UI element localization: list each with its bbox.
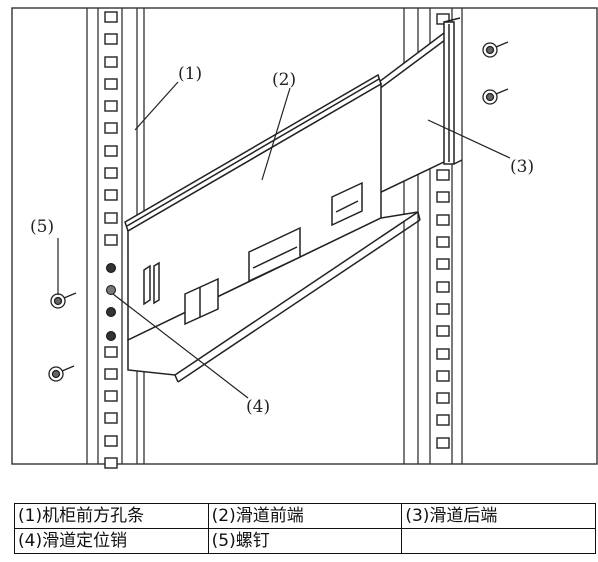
rack-hole (104, 234, 118, 246)
rack-hole (436, 348, 450, 360)
rack-hole (436, 281, 450, 293)
rack-hole (436, 191, 450, 203)
rack-hole (104, 122, 118, 134)
rack-hole (436, 258, 450, 270)
front-rack-post-holes (104, 11, 118, 469)
rack-hole (104, 368, 118, 380)
rack-hole (436, 214, 450, 226)
screw (48, 365, 75, 382)
callout-4: (4) (246, 397, 270, 417)
callout-5: (5) (30, 217, 54, 237)
screw (482, 88, 509, 105)
callout-1: (1) (178, 64, 202, 84)
rack-hole (436, 13, 450, 25)
rear-rack-post-holes (436, 13, 450, 449)
slide-positioning-pins (106, 263, 116, 341)
legend-cell: (1)机柜前方孔条 (14, 503, 209, 529)
rack-hole (436, 392, 450, 404)
rack-hole (104, 412, 118, 424)
rack-hole (104, 457, 118, 469)
rack-hole (436, 303, 450, 315)
rack-hole (436, 414, 450, 426)
rack-hole (104, 435, 118, 447)
slide-rail-front-end (124, 73, 421, 383)
rack-hole (104, 390, 118, 402)
rack-hole (436, 325, 450, 337)
rack-hole (436, 169, 450, 181)
rack-hole (104, 33, 118, 45)
legend-cell (401, 528, 596, 554)
rack-hole (104, 346, 118, 358)
rack-hole (104, 145, 118, 157)
rack-hole (436, 370, 450, 382)
rack-hole (104, 212, 118, 224)
legend-cell: (5)螺钉 (207, 528, 403, 554)
rack-hole (104, 189, 118, 201)
legend-table: (1)机柜前方孔条 (2)滑道前端 (3)滑道后端 (4)滑道定位销 (5)螺钉 (14, 503, 596, 554)
slide-rail-rear-end (374, 17, 463, 197)
screw (50, 292, 77, 309)
screw (482, 41, 509, 58)
rack-hole (104, 100, 118, 112)
slide-rail-installation-diagram: (1) (2) (3) (4) (5) (11, 7, 598, 469)
legend-cell: (4)滑道定位销 (14, 528, 209, 554)
rack-hole (104, 11, 118, 23)
callout-3: (3) (510, 157, 534, 177)
callout-leader-lines (57, 81, 511, 399)
legend-cell: (2)滑道前端 (207, 503, 403, 529)
callout-2: (2) (272, 70, 296, 90)
mounting-screws (48, 41, 509, 382)
rack-hole (436, 236, 450, 248)
legend-row: (4)滑道定位销 (5)螺钉 (14, 528, 596, 554)
legend-cell: (3)滑道后端 (401, 503, 596, 529)
rack-hole (436, 437, 450, 449)
figure-frame (11, 7, 598, 465)
rack-hole (104, 167, 118, 179)
legend-row: (1)机柜前方孔条 (2)滑道前端 (3)滑道后端 (14, 503, 596, 529)
rack-hole (104, 78, 118, 90)
rack-hole (104, 56, 118, 68)
